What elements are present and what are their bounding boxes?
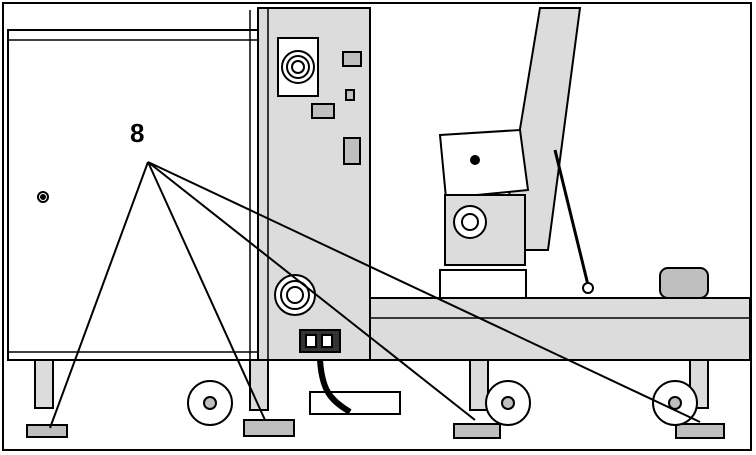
base-platform (369, 267, 751, 361)
control-knob (659, 267, 709, 299)
switch-unit (343, 137, 361, 165)
foot-pedal (309, 391, 401, 415)
leveling-foot-far-right (675, 423, 725, 439)
leader-line (147, 161, 266, 421)
cable (317, 359, 352, 415)
cabinet-door (7, 29, 264, 361)
mount-bracket (439, 269, 527, 299)
gas-spring (553, 149, 590, 286)
arm-assembly (438, 7, 594, 299)
figure-border (2, 2, 752, 451)
leader-line (147, 161, 476, 421)
leader-line (49, 161, 149, 429)
cabinet (7, 10, 264, 361)
callout-leaders (49, 161, 701, 429)
connector-mid (311, 103, 335, 119)
leader-line (147, 161, 701, 423)
leveling-foot-center (243, 419, 295, 437)
leveling-foot-right (453, 423, 501, 439)
feet-and-casters (26, 359, 725, 439)
base-housing (369, 297, 751, 361)
center-column (257, 7, 371, 361)
leveling-foot-left (34, 359, 54, 409)
sensor-head (438, 128, 530, 200)
callout-number: 8 (130, 118, 145, 148)
connector-top (342, 51, 362, 67)
